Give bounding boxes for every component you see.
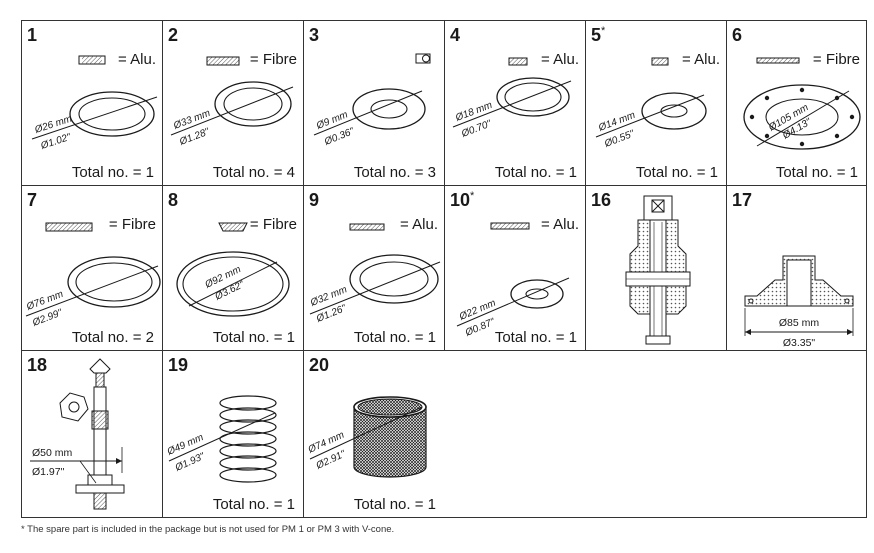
- part-number: 16: [591, 190, 612, 210]
- part-cell-16: 16: [585, 185, 727, 351]
- part-number: 18: [27, 355, 48, 375]
- part-number: 5*: [591, 25, 606, 45]
- material-label: = Fibre: [108, 216, 156, 233]
- total-count: Total no. = 3: [353, 164, 436, 181]
- spring-drawing: Ø49 mm Ø1.93": [165, 395, 277, 483]
- gasket-drawing: Ø32 mm Ø1.26": [308, 223, 441, 325]
- material-label: = Fibre: [249, 51, 297, 68]
- valve-insert-drawing: [625, 195, 691, 345]
- part-cell-2: Ø33 mm Ø1.28" 2 = Fibre Total no. = 4: [162, 20, 304, 186]
- part-number: 19: [168, 355, 189, 375]
- gasket-drawing: Ø76 mm Ø2.99": [24, 222, 161, 329]
- dim-imperial: Ø1.93": [173, 451, 207, 474]
- total-count: Total no. = 1: [494, 164, 577, 181]
- material-label: = Alu.: [682, 51, 720, 68]
- part-cell-20: Ø74 mm Ø2.91" 20 Total no. = 1: [303, 350, 445, 518]
- gasket-drawing: Ø9 mm Ø0.36": [313, 53, 431, 148]
- part-cell-3: Ø9 mm Ø0.36" 3 Total no. = 3: [303, 20, 445, 186]
- part-cell-4: Ø18 mm Ø0.70" 4 = Alu. Total no. = 1: [444, 20, 586, 186]
- part-number: 9: [309, 190, 320, 210]
- part-number: 6: [732, 25, 743, 45]
- part-cell-5: Ø14 mm Ø0.55" 5* = Alu. Total no. = 1: [585, 20, 727, 186]
- gasket-drawing: Ø33 mm Ø1.28": [170, 56, 294, 148]
- part-number: 10*: [450, 190, 475, 210]
- material-label: = Alu.: [541, 216, 579, 233]
- gasket-drawing: Ø26 mm Ø1.02": [31, 55, 158, 152]
- footnote: * The spare part is included in the pack…: [21, 524, 395, 535]
- part-number: 17: [732, 190, 753, 210]
- material-label: = Fibre: [249, 216, 297, 233]
- gasket-drawing: Ø22 mm Ø0.87": [456, 222, 570, 339]
- part-cell-9: Ø32 mm Ø1.26" 9 = Alu. Total no. = 1: [303, 185, 445, 351]
- gasket-drawing: Ø14 mm Ø0.55": [595, 57, 707, 150]
- total-count: Total no. = 1: [353, 496, 436, 513]
- dim-imperial: Ø0.55": [602, 128, 636, 150]
- material-label: = Alu.: [541, 51, 579, 68]
- total-count: Total no. = 1: [212, 329, 295, 346]
- part-number: 1: [27, 25, 38, 45]
- total-count: Total no. = 2: [71, 329, 154, 346]
- total-count: Total no. = 1: [635, 164, 718, 181]
- dim-metric: Ø85 mm: [779, 317, 820, 329]
- material-label: = Fibre: [812, 51, 860, 68]
- part-cell-19: Ø49 mm Ø1.93" 19 Total no. = 1: [162, 350, 304, 518]
- part-cell-18: Ø50 mm Ø1.97" 18: [21, 350, 163, 518]
- part-number: 2: [168, 25, 179, 45]
- seat-gasket-drawing: Ø85 mm Ø3.35": [744, 255, 854, 349]
- total-count: Total no. = 1: [353, 329, 436, 346]
- part-cell-10: Ø22 mm Ø0.87" 10* = Alu. Total no. = 1: [444, 185, 586, 351]
- total-count: Total no. = 4: [212, 164, 295, 181]
- part-cell-8: Ø92 mm Ø3.62" 8 = Fibre Total no. = 1: [162, 185, 304, 351]
- dim-imperial: Ø0.70": [459, 118, 493, 140]
- part-cell-1: Ø26 mm Ø1.02" 1 = Alu. Total no. = 1: [21, 20, 163, 186]
- material-label: = Alu.: [400, 216, 438, 233]
- part-number: 3: [309, 25, 320, 45]
- part-cell-17: Ø85 mm Ø3.35" 17: [726, 185, 867, 351]
- part-number: 4: [450, 25, 461, 45]
- part-cell-6: Ø105 mm Ø4.13" 6 = Fibre Total no. = 1: [726, 20, 867, 186]
- filter-drawing: Ø74 mm Ø2.91": [306, 396, 427, 478]
- total-count: Total no. = 1: [212, 496, 295, 513]
- dim-metric: Ø50 mm: [32, 447, 73, 459]
- part-number: 8: [168, 190, 179, 210]
- dim-imperial: Ø2.99": [30, 307, 64, 329]
- total-count: Total no. = 1: [71, 164, 154, 181]
- part-number: 7: [27, 190, 38, 210]
- spare-parts-grid: Ø26 mm Ø1.02" 1 = Alu. Total no. = 1 Ø33…: [21, 20, 867, 518]
- material-label: = Alu.: [118, 51, 156, 68]
- dim-imperial: Ø3.35": [783, 337, 816, 349]
- gasket-drawing: Ø105 mm Ø4.13": [743, 57, 861, 150]
- part-number: 20: [309, 355, 330, 375]
- dim-imperial: Ø1.28": [177, 126, 211, 148]
- total-count: Total no. = 1: [494, 329, 577, 346]
- dim-imperial: Ø1.97": [32, 466, 65, 478]
- gasket-drawing: Ø92 mm Ø3.62": [176, 222, 290, 317]
- total-count: Total no. = 1: [775, 164, 858, 181]
- empty-area: [444, 350, 867, 518]
- piston-assembly-drawing: Ø50 mm Ø1.97": [30, 358, 125, 510]
- part-cell-7: Ø76 mm Ø2.99" 7 = Fibre Total no. = 2: [21, 185, 163, 351]
- gasket-drawing: Ø18 mm Ø0.70": [452, 57, 572, 140]
